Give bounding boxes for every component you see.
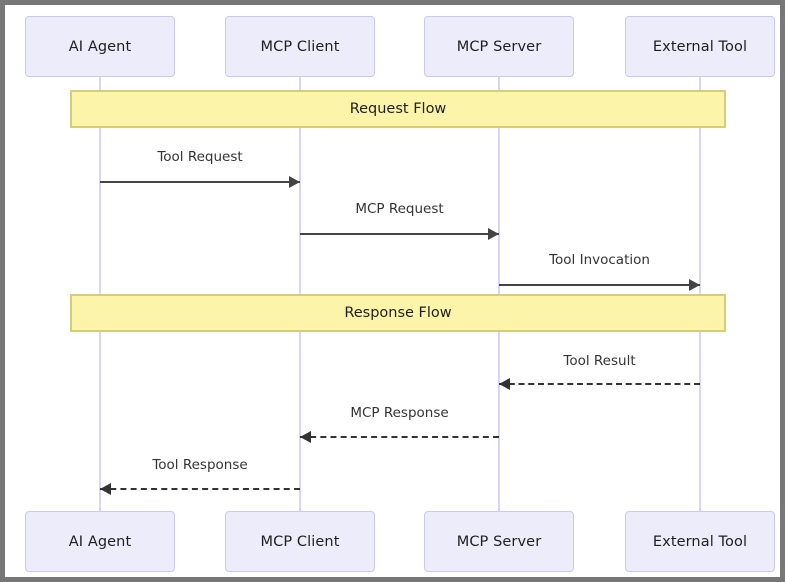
participant-mcp-client-top[interactable]: MCP Client xyxy=(225,16,375,77)
arrow-head-tool-result xyxy=(499,378,510,390)
arrow-head-tool-response xyxy=(100,483,111,495)
arrow-head-mcp-request xyxy=(488,228,499,240)
participant-mcp-client-bottom[interactable]: MCP Client xyxy=(225,511,375,572)
message-line-tool-result xyxy=(499,383,700,385)
message-label-tool-invocation: Tool Invocation xyxy=(549,252,650,268)
arrow-head-mcp-response xyxy=(300,431,311,443)
message-line-tool-invocation xyxy=(499,284,700,286)
section-band-request-flow: Request Flow xyxy=(70,90,726,128)
section-band-response-flow: Response Flow xyxy=(70,294,726,332)
arrow-head-tool-request xyxy=(289,176,300,188)
participant-external-tool-bottom[interactable]: External Tool xyxy=(625,511,775,572)
participant-external-tool-top[interactable]: External Tool xyxy=(625,16,775,77)
participant-mcp-server-bottom[interactable]: MCP Server xyxy=(424,511,574,572)
message-label-mcp-request: MCP Request xyxy=(355,201,444,217)
message-line-mcp-request xyxy=(300,233,499,235)
message-line-mcp-response xyxy=(300,436,499,438)
message-label-tool-request: Tool Request xyxy=(157,149,243,165)
message-line-tool-request xyxy=(100,181,300,183)
message-label-tool-result: Tool Result xyxy=(563,353,636,369)
participant-mcp-server-top[interactable]: MCP Server xyxy=(424,16,574,77)
arrow-head-tool-invocation xyxy=(689,279,700,291)
participant-ai-agent-top[interactable]: AI Agent xyxy=(25,16,175,77)
message-label-mcp-response: MCP Response xyxy=(350,405,449,421)
message-label-tool-response: Tool Response xyxy=(152,457,248,473)
message-line-tool-response xyxy=(100,488,300,490)
participant-ai-agent-bottom[interactable]: AI Agent xyxy=(25,511,175,572)
